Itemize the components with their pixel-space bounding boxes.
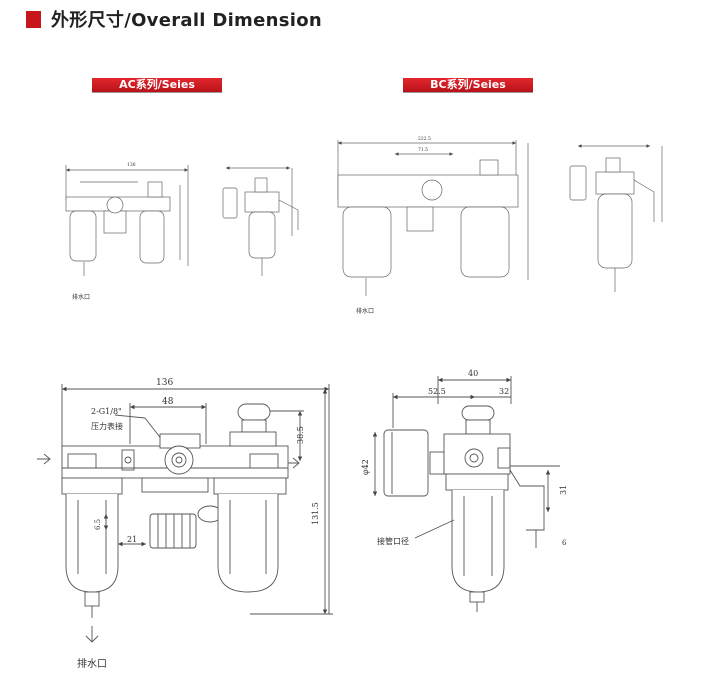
side-dim-top: 40: [468, 369, 478, 378]
header-marker: [26, 10, 41, 28]
side-dim-bracket: 32: [499, 387, 509, 396]
page-title: 外形尺寸/Overall Dimension: [51, 10, 323, 31]
bc-ribbon-rule: [403, 92, 533, 93]
ac-drain-label: 排水口: [77, 657, 107, 670]
ac-ribbon-rule: [92, 92, 222, 93]
ac-gauge-label: 压力表接: [91, 421, 123, 431]
section-header: 外形尺寸/Overall Dimension: [26, 8, 323, 31]
bc-thumb-drain-label: 排水口: [356, 307, 374, 315]
ac-thread-label: 2-G1/8": [91, 407, 122, 416]
ac-dim-overall-width: 136: [156, 378, 173, 388]
ac-thumb-dim-width: 136: [127, 162, 136, 168]
ac-dim-height: 131.5: [311, 502, 320, 525]
ac-thumbnail-side: [222, 166, 299, 276]
bc-series-label: BC系列/Seies: [403, 78, 533, 92]
side-pipe-label: 接管口径: [377, 536, 409, 546]
ac-dim-inner-width: 48: [162, 397, 174, 407]
bc-thumbnail-side: [569, 144, 663, 292]
side-dim-bracket-h: 31: [559, 485, 568, 495]
bc-thumbnail-frl: [337, 140, 529, 296]
ac-dim-right-top: 38.5: [296, 426, 305, 444]
bc-thumb-dim-width: 222.5: [418, 136, 431, 142]
ac-dim-small-left: 6.5: [94, 519, 102, 530]
ac-detail-frl-drawing: [37, 384, 333, 643]
side-dim-bracket-t: 6: [562, 539, 567, 547]
side-dim-gauge-dia: φ42: [361, 459, 370, 475]
side-dim-gauge-offset: 52.5: [428, 387, 446, 396]
ac-dim-small-bottom: 21: [127, 535, 137, 544]
ac-thumbnail-frl: [65, 165, 189, 276]
ac-detail-side-drawing: [372, 376, 560, 612]
ac-thumb-drain-label: 排水口: [72, 293, 90, 301]
ac-series-label: AC系列/Seies: [92, 78, 222, 92]
bc-thumb-dim-inner: 71.5: [418, 147, 428, 153]
